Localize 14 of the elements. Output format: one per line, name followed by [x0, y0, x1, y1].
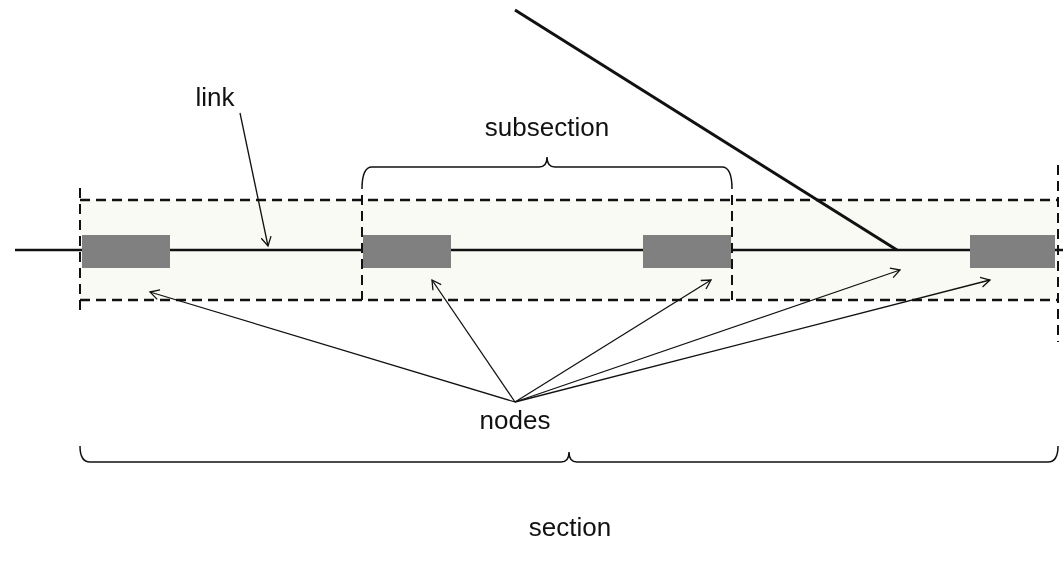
- leader-arrow: [514, 267, 901, 403]
- leader-arrow: [149, 289, 516, 403]
- node-block: [82, 235, 170, 268]
- bracket-label: section: [528, 512, 612, 542]
- leader-arrow: [514, 279, 712, 403]
- leader-arrow: [239, 112, 272, 247]
- callout-label: link: [195, 82, 235, 112]
- node-block: [643, 235, 731, 268]
- leader-arrow: [514, 276, 991, 403]
- node-block: [970, 235, 1055, 268]
- leader-arrow: [431, 279, 516, 403]
- callout-label: nodes: [479, 405, 551, 435]
- bracket-label: subsection: [484, 112, 610, 142]
- node-block: [363, 235, 451, 268]
